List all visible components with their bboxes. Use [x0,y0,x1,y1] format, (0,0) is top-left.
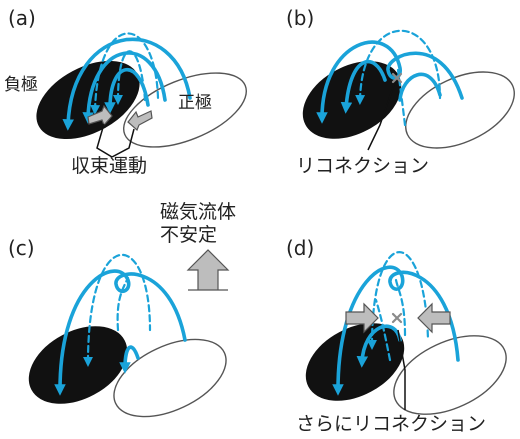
negative-pole-label: 負極 [4,75,38,95]
panel-c: (c) 磁気流体 不安定 [8,201,238,432]
positive-pole-label: 正極 [178,93,212,113]
negative-pole [291,46,414,153]
panel-d: (d) さらにリコネクション [286,236,518,435]
positive-pole [394,56,520,163]
motion-label: 収束運動 [71,155,147,177]
instability-label-line1: 磁気流体 [160,201,236,223]
reconnection-label: リコネクション [296,155,429,177]
panel-a: (a) 負極 正極 収束運動 [4,6,257,177]
further-reconnection-label: さらにリコネクション [296,413,486,435]
reconnection-x-mark [393,314,401,322]
rising-arrow [188,250,228,290]
panel-d-label: (d) [286,236,314,260]
panel-b-label: (b) [286,6,314,30]
panel-b: (b) リコネクション [286,6,520,177]
field-line-dashed-inner [118,278,128,330]
panel-a-label: (a) [8,6,36,30]
instability-label-line2: 不安定 [160,224,217,246]
panel-c-label: (c) [8,236,35,260]
